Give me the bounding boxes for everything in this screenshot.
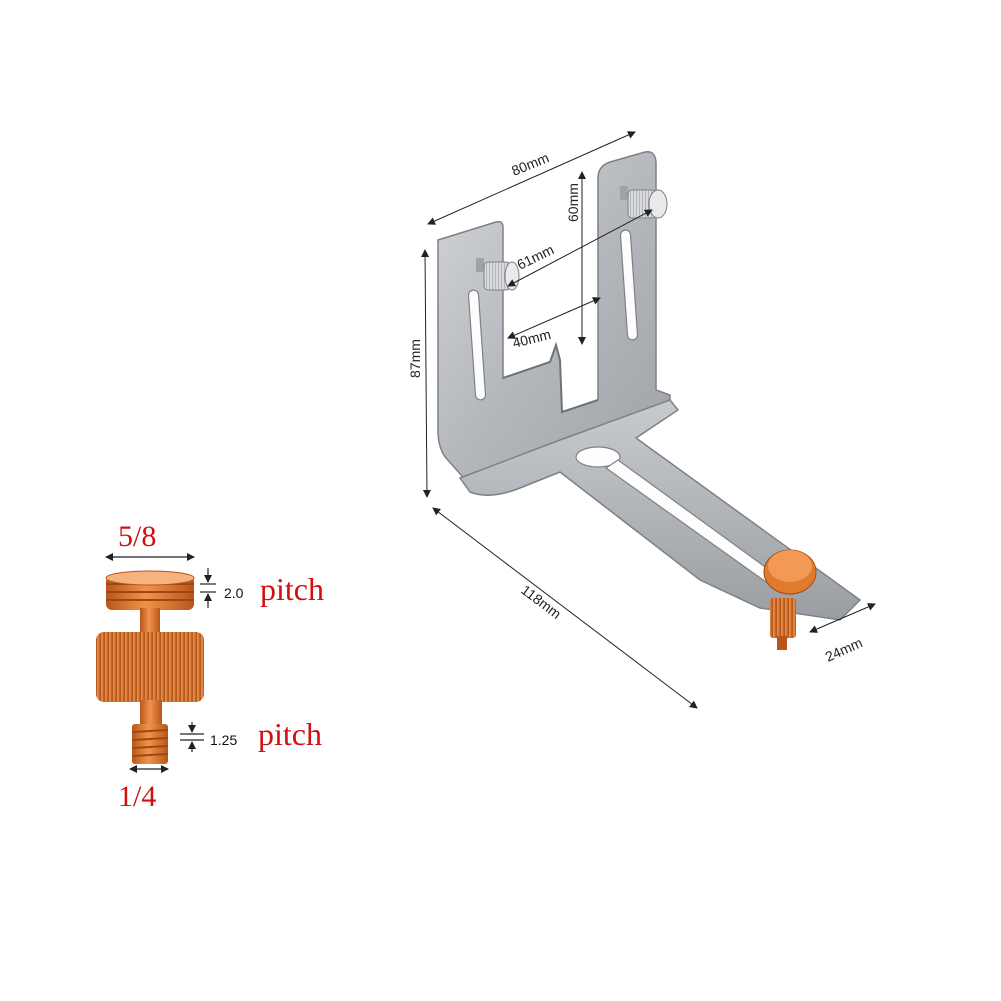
keyhole-slot <box>575 446 621 468</box>
adapter-top-thread <box>105 570 195 610</box>
label-bottom-size: 1/4 <box>118 780 156 813</box>
adapter-bottom-thread <box>131 724 169 764</box>
adapter-dimensions <box>105 553 216 773</box>
label-61mm: 61mm <box>514 241 556 272</box>
label-87mm: 87mm <box>407 339 423 378</box>
copper-knob <box>763 549 817 650</box>
label-40mm: 40mm <box>511 326 553 351</box>
dim-line-80mm <box>427 131 636 225</box>
bracket-left-slot <box>467 289 487 401</box>
adapter-labels: 5/8 2.0 pitch 1.25 pitch 1/4 <box>118 520 324 813</box>
label-60mm: 60mm <box>565 183 581 222</box>
label-top-size: 5/8 <box>118 520 156 553</box>
dim-line-87mm <box>421 249 431 498</box>
label-24mm: 24mm <box>823 634 865 664</box>
adapter-knurled-body <box>96 632 204 702</box>
dim-line-40mm <box>507 297 601 339</box>
label-80mm: 80mm <box>509 149 551 178</box>
label-top-pitch-value: 2.0 <box>224 585 244 601</box>
dim-line-24mm <box>809 603 876 633</box>
adapter-lower-shank <box>140 700 162 726</box>
label-bottom-pitch-word: pitch <box>258 716 322 752</box>
bracket-dimensions <box>421 131 876 709</box>
label-top-pitch-word: pitch <box>260 571 324 607</box>
adapter-neck <box>140 608 160 634</box>
dim-line-118mm <box>432 507 698 709</box>
label-bottom-pitch-value: 1.25 <box>210 732 237 748</box>
adapter-illustration <box>96 570 204 764</box>
bracket-illustration <box>437 150 862 650</box>
